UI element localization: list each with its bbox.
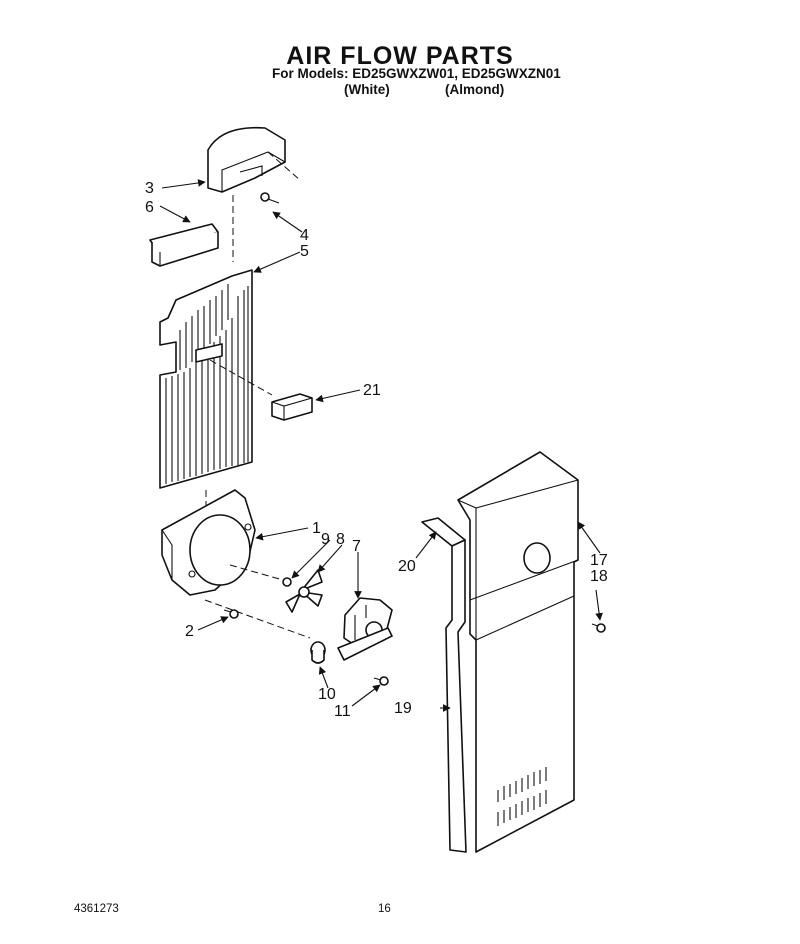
models-line: For Models: ED25GWXZW01, ED25GWXZN01 [272,66,561,81]
callout-5: 5 [300,243,309,260]
part-5-evaporator-cover [159,269,253,489]
part-4-screw [260,192,280,204]
page-title: AIR FLOW PARTS [286,42,514,70]
part-21-clip [271,393,313,421]
callout-19: 19 [394,700,412,717]
callout-7: 7 [352,538,361,555]
part-11-screw [373,676,389,686]
callout-1: 1 [312,520,321,537]
leader-lines [159,179,603,712]
part-3-duct-cover [207,126,286,193]
part-8-fan-blade [285,569,323,613]
part-10-grommet [310,641,326,664]
part-7-fan-motor [337,597,393,661]
variant-almond: (Almond) [445,82,505,97]
part-6-air-grille [149,223,219,267]
part-19-channel [445,539,467,853]
callout-4: 4 [300,227,309,244]
part-18-screw [591,623,606,633]
part-9-nut [282,577,292,587]
callout-2: 2 [185,623,194,640]
callout-11: 11 [334,703,351,720]
page-number: 16 [378,903,391,915]
callout-21: 21 [363,382,381,399]
callout-10: 10 [318,686,336,703]
part-2-screw [223,609,239,619]
part-1-fan-shroud [161,489,256,596]
part-17-rear-panel [457,451,579,853]
callout-20: 20 [398,558,416,575]
document-number: 4361273 [74,903,119,915]
variant-white: (White) [344,82,390,97]
callout-9: 9 [321,531,330,548]
callout-3: 3 [145,180,154,197]
callout-18: 18 [590,568,608,585]
callout-17: 17 [590,552,608,569]
callout-6: 6 [145,199,154,216]
callout-8: 8 [336,531,345,548]
